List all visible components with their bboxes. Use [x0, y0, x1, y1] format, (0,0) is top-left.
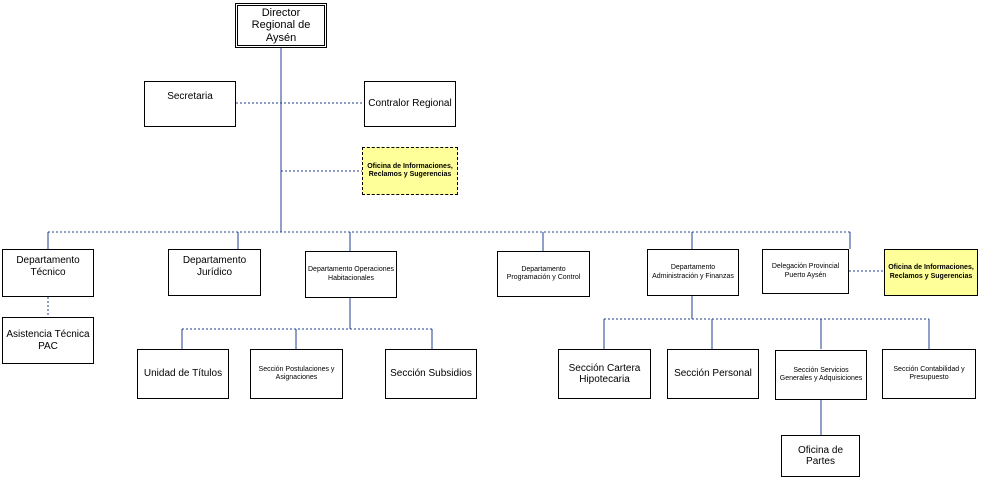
- node-departamento-administracion: Departamento Administración y Finanzas: [647, 249, 739, 296]
- node-director-regional: Director Regional de Aysén: [235, 3, 327, 48]
- node-asistencia-tecnica-pac: Asistencia Técnica PAC: [2, 317, 94, 364]
- node-delegacion-provincial: Delegación Provincial Puerto Aysén: [762, 249, 849, 294]
- node-departamento-programacion: Departamento Programación y Control: [497, 251, 590, 297]
- node-seccion-contabilidad: Sección Contabilidad y Presupuesto: [882, 349, 976, 399]
- node-contralor-regional: Contralor Regional: [364, 81, 456, 127]
- node-oficina-partes: Oficina de Partes: [781, 435, 860, 477]
- node-seccion-personal: Sección Personal: [667, 349, 759, 399]
- node-seccion-servicios-generales: Sección Servicios Generales y Adquisicio…: [775, 350, 867, 400]
- node-departamento-operaciones: Departamento Operaciones Habitacionales: [305, 251, 397, 298]
- node-unidad-titulos: Unidad de Títulos: [137, 349, 229, 399]
- node-seccion-postulaciones: Sección Postulaciones y Asignaciones: [250, 349, 343, 399]
- node-departamento-juridico: Departamento Jurídico: [168, 249, 261, 296]
- node-seccion-cartera-hipotecaria: Sección Cartera Hipotecaria: [558, 349, 651, 399]
- node-oficina-informaciones-central: Oficina de Informaciones, Reclamos y Sug…: [362, 147, 458, 195]
- node-departamento-tecnico: Departamento Técnico: [2, 249, 94, 297]
- node-secretaria: Secretaria: [144, 81, 236, 127]
- node-seccion-subsidios: Sección Subsidios: [385, 349, 477, 399]
- node-oficina-informaciones-delegacion: Oficina de Informaciones, Reclamos y Sug…: [884, 249, 978, 296]
